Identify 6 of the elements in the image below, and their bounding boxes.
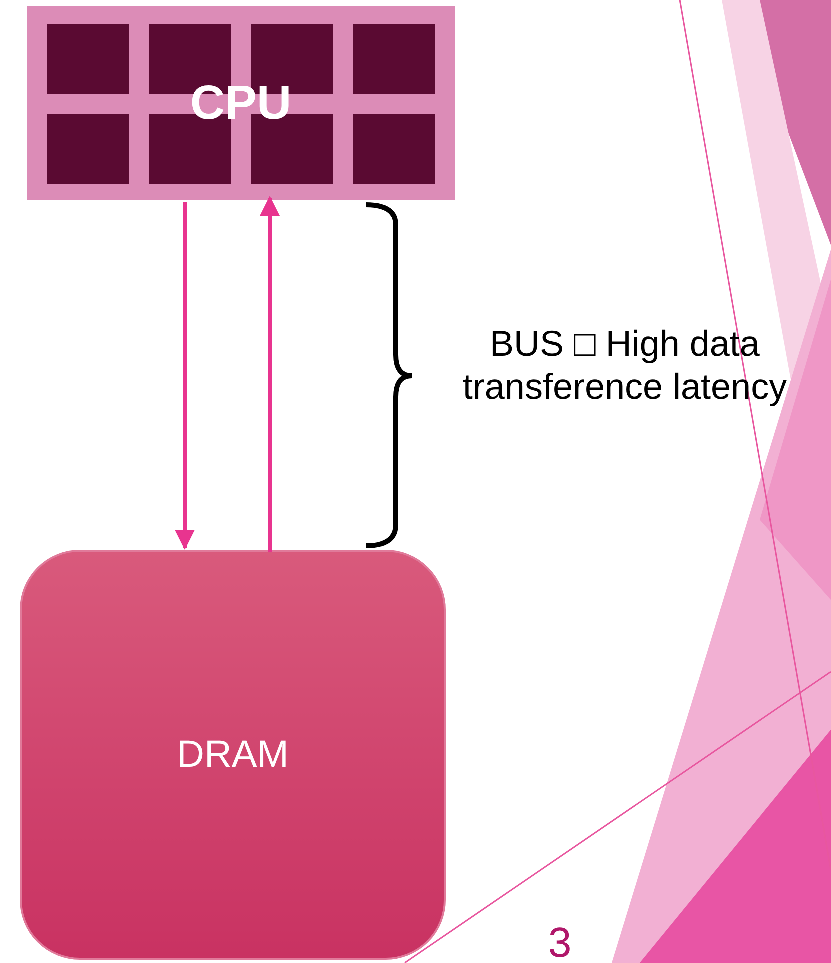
arrow bbox=[260, 196, 280, 552]
dram-box bbox=[20, 550, 446, 960]
arrow bbox=[175, 202, 195, 550]
page-number: 3 bbox=[547, 918, 573, 963]
node-label: DRAM bbox=[177, 734, 289, 776]
cpu-box bbox=[27, 6, 455, 200]
